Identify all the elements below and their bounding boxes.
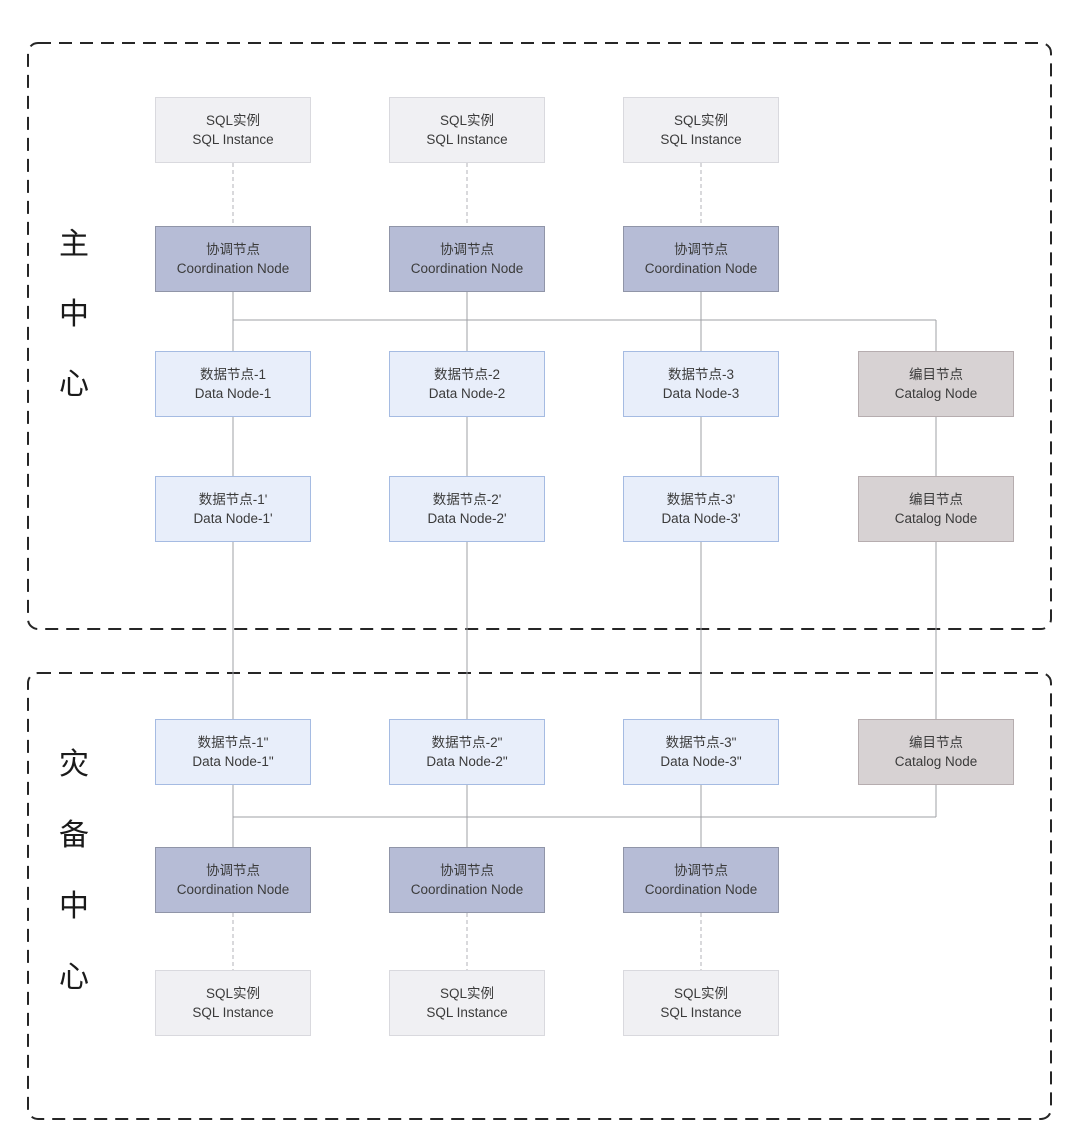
data-node-2-doubleprime: 数据节点-2" Data Node-2" (389, 719, 545, 785)
node-label-en: Data Node-2' (427, 511, 507, 526)
catalog-node-primary-2: 编目节点 Catalog Node (858, 476, 1014, 542)
node-label-en: SQL Instance (660, 1005, 742, 1020)
node-label-en: Data Node-2 (428, 386, 506, 401)
primary-center-label: 主 中 心 (52, 230, 96, 400)
node-label-en: Data Node-3 (662, 386, 740, 401)
node-label-zh: SQL实例 (439, 986, 494, 1001)
node-label-zh: 数据节点-1' (198, 492, 268, 507)
dr-center-container (27, 672, 1052, 1120)
node-label-en: Data Node-1 (194, 386, 272, 401)
node-label-en: SQL Instance (426, 1005, 508, 1020)
node-label-zh: 协调节点 (674, 242, 728, 257)
node-label-en: SQL Instance (660, 132, 742, 147)
coordination-node-dr-2: 协调节点 Coordination Node (389, 847, 545, 913)
node-label-en: Coordination Node (176, 882, 290, 897)
node-label-en: Coordination Node (644, 261, 758, 276)
node-label-en: SQL Instance (192, 132, 274, 147)
sql-instance-node-dr-2: SQL实例 SQL Instance (389, 970, 545, 1036)
data-node-2-prime: 数据节点-2' Data Node-2' (389, 476, 545, 542)
node-label-en: SQL Instance (192, 1005, 274, 1020)
node-label-zh: 数据节点-3 (667, 367, 734, 382)
node-label-zh: 协调节点 (206, 242, 260, 257)
node-label-en: Catalog Node (894, 754, 978, 769)
node-label-en: Coordination Node (410, 882, 524, 897)
primary-center-char: 心 (59, 368, 89, 401)
dr-center-char: 中 (59, 890, 89, 923)
node-label-zh: 数据节点-1" (197, 735, 269, 750)
node-label-zh: SQL实例 (439, 113, 494, 128)
data-node-1-doubleprime: 数据节点-1" Data Node-1" (155, 719, 311, 785)
node-label-zh: 协调节点 (440, 863, 494, 878)
node-label-zh: 数据节点-1 (199, 367, 266, 382)
node-label-zh: 编目节点 (909, 367, 963, 382)
coordination-node-primary-3: 协调节点 Coordination Node (623, 226, 779, 292)
node-label-zh: 编目节点 (909, 492, 963, 507)
data-node-3-doubleprime: 数据节点-3" Data Node-3" (623, 719, 779, 785)
coordination-node-dr-1: 协调节点 Coordination Node (155, 847, 311, 913)
catalog-node-primary-1: 编目节点 Catalog Node (858, 351, 1014, 417)
node-label-en: Data Node-3" (660, 754, 742, 769)
node-label-en: Coordination Node (644, 882, 758, 897)
dr-center-char: 灾 (59, 748, 89, 781)
data-node-3-prime: 数据节点-3' Data Node-3' (623, 476, 779, 542)
node-label-en: Data Node-1" (192, 754, 274, 769)
coordination-node-primary-1: 协调节点 Coordination Node (155, 226, 311, 292)
dr-center-label: 灾 备 中 心 (52, 750, 96, 993)
catalog-node-dr: 编目节点 Catalog Node (858, 719, 1014, 785)
node-label-zh: 数据节点-2' (432, 492, 502, 507)
node-label-en: Data Node-1' (193, 511, 273, 526)
data-node-1-prime: 数据节点-1' Data Node-1' (155, 476, 311, 542)
primary-center-char: 中 (59, 298, 89, 331)
node-label-zh: 协调节点 (206, 863, 260, 878)
node-label-zh: 数据节点-3" (665, 735, 737, 750)
node-label-zh: 协调节点 (440, 242, 494, 257)
primary-center-char: 主 (59, 228, 89, 261)
node-label-zh: 编目节点 (909, 735, 963, 750)
node-label-en: Data Node-3' (661, 511, 741, 526)
node-label-zh: 数据节点-3' (666, 492, 736, 507)
dr-center-char: 心 (59, 961, 89, 994)
node-label-en: Coordination Node (410, 261, 524, 276)
node-label-zh: SQL实例 (673, 986, 728, 1001)
node-label-en: Data Node-2" (426, 754, 508, 769)
node-label-zh: SQL实例 (673, 113, 728, 128)
data-node-2: 数据节点-2 Data Node-2 (389, 351, 545, 417)
sql-instance-node-primary-1: SQL实例 SQL Instance (155, 97, 311, 163)
sql-instance-node-dr-1: SQL实例 SQL Instance (155, 970, 311, 1036)
node-label-zh: 协调节点 (674, 863, 728, 878)
primary-center-container (27, 42, 1052, 630)
coordination-node-dr-3: 协调节点 Coordination Node (623, 847, 779, 913)
node-label-zh: SQL实例 (205, 986, 260, 1001)
sql-instance-node-primary-3: SQL实例 SQL Instance (623, 97, 779, 163)
node-label-en: Catalog Node (894, 386, 978, 401)
node-label-zh: 数据节点-2" (431, 735, 503, 750)
dr-center-char: 备 (59, 819, 89, 852)
data-node-1: 数据节点-1 Data Node-1 (155, 351, 311, 417)
node-label-en: Coordination Node (176, 261, 290, 276)
data-node-3: 数据节点-3 Data Node-3 (623, 351, 779, 417)
node-label-zh: SQL实例 (205, 113, 260, 128)
sql-instance-node-dr-3: SQL实例 SQL Instance (623, 970, 779, 1036)
coordination-node-primary-2: 协调节点 Coordination Node (389, 226, 545, 292)
node-label-en: SQL Instance (426, 132, 508, 147)
node-label-en: Catalog Node (894, 511, 978, 526)
node-label-zh: 数据节点-2 (433, 367, 500, 382)
sql-instance-node-primary-2: SQL实例 SQL Instance (389, 97, 545, 163)
